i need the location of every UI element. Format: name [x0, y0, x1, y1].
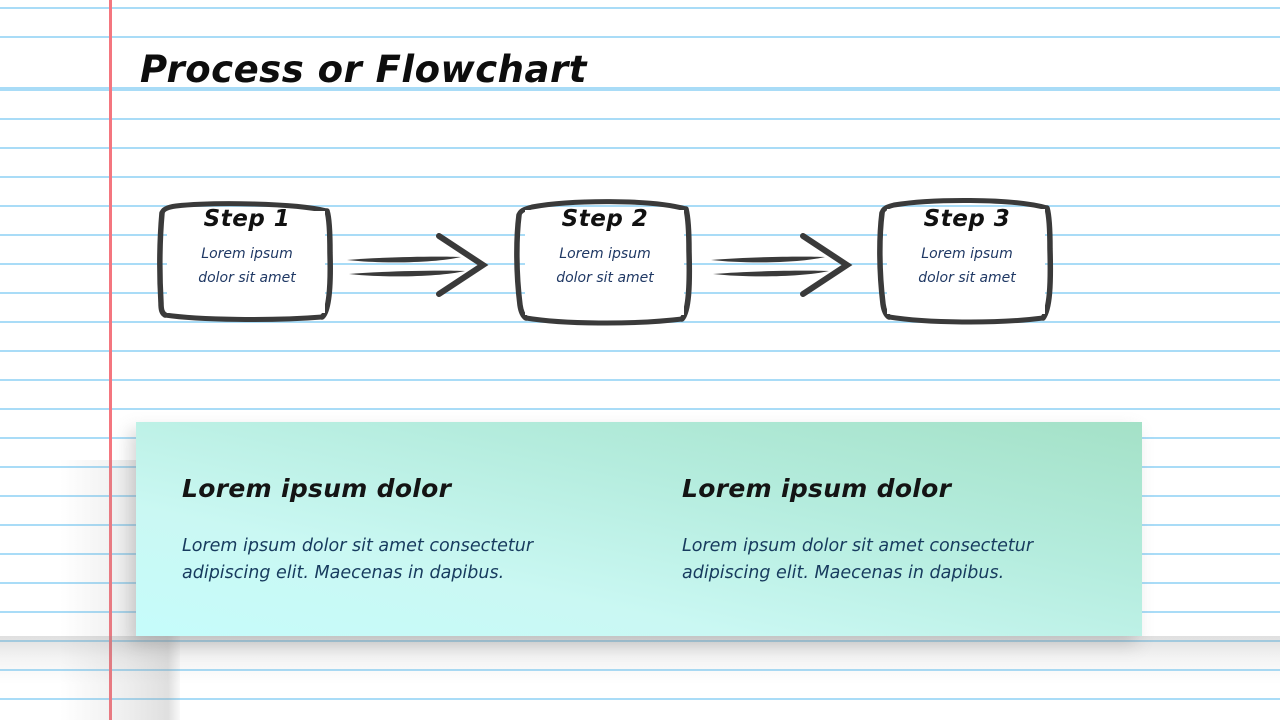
flow-step-3-title: Step 3 — [923, 206, 1011, 232]
flow-step-1-title: Step 1 — [203, 206, 291, 232]
paper-margin-line — [109, 0, 112, 720]
flow-step-3-description: Lorem ipsum dolor sit amet — [882, 242, 1052, 290]
flow-step-box-2[interactable]: Step 2 Lorem ipsum dolor sit amet — [512, 191, 698, 326]
flow-step-2-desc-line1: Lorem ipsum — [559, 246, 651, 263]
flow-step-2-title: Step 2 — [561, 206, 649, 232]
flow-step-1-desc-line1: Lorem ipsum — [201, 246, 293, 263]
flow-step-3-desc-line1: Lorem ipsum — [921, 246, 1013, 263]
flow-step-1-desc-line2: dolor sit amet — [198, 270, 296, 287]
arrow-step2-to-step3-icon — [711, 233, 853, 297]
description-right-body: Lorem ipsum dolor sit amet consectetur a… — [682, 536, 1034, 583]
description-panel: Lorem ipsum dolor Lorem ipsum dolor sit … — [136, 422, 1142, 636]
paper-top-rule — [0, 87, 1280, 89]
sketchy-rectangle-icon — [514, 199, 693, 326]
sketchy-rectangle-icon — [157, 201, 333, 322]
flow-step-1-description: Lorem ipsum dolor sit amet — [162, 242, 332, 290]
flow-step-box-1[interactable]: Step 1 Lorem ipsum dolor sit amet — [154, 191, 340, 326]
flow-step-2-desc-line2: dolor sit amet — [556, 270, 654, 287]
sketchy-rectangle-icon — [877, 197, 1054, 325]
flow-step-2-description: Lorem ipsum dolor sit amet — [520, 242, 690, 290]
flow-step-2-content: Step 2 Lorem ipsum dolor sit amet — [520, 206, 690, 290]
flow-step-3-desc-line2: dolor sit amet — [918, 270, 1016, 287]
arrow-step1-to-step2-icon — [347, 233, 489, 297]
description-right-heading: Lorem ipsum dolor — [682, 474, 952, 503]
flow-step-1-content: Step 1 Lorem ipsum dolor sit amet — [162, 206, 332, 290]
description-left-heading: Lorem ipsum dolor — [182, 474, 452, 503]
page-title: Process or Flowchart — [140, 48, 587, 91]
description-left-body: Lorem ipsum dolor sit amet consectetur a… — [182, 536, 534, 583]
flow-step-3-content: Step 3 Lorem ipsum dolor sit amet — [882, 206, 1052, 290]
description-column-left: Lorem ipsum dolor Lorem ipsum dolor sit … — [182, 474, 612, 587]
flow-step-box-3[interactable]: Step 3 Lorem ipsum dolor sit amet — [874, 191, 1060, 326]
description-column-right: Lorem ipsum dolor Lorem ipsum dolor sit … — [682, 474, 1112, 587]
